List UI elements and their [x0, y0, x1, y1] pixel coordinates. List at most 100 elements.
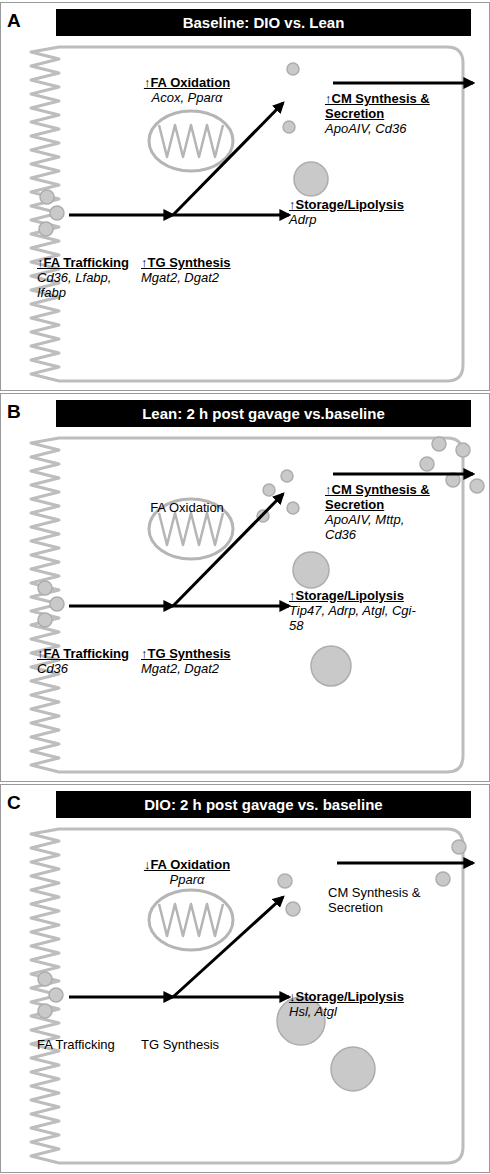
exit-arrow — [333, 82, 473, 85]
gene-list: Pparα — [131, 872, 243, 887]
lipid-droplet — [50, 206, 64, 220]
lipid-droplet — [456, 443, 470, 457]
mitochondrion-cristae — [159, 125, 223, 157]
panel-header: Baseline: DIO vs. Lean — [56, 9, 471, 36]
lipid-droplet — [49, 988, 63, 1002]
lipid-droplet — [257, 510, 269, 522]
pathway-step: ↓Storage/LipolysisHsl, Atgl — [289, 989, 429, 1019]
mitochondrion-cristae — [159, 904, 223, 936]
pathway-step: TG Synthesis — [141, 997, 251, 1052]
lipid-droplet — [50, 597, 64, 611]
lipid-droplet — [38, 581, 52, 595]
lipid-droplet — [331, 1047, 375, 1091]
gene-list: Adrp — [289, 212, 419, 227]
figure-panel: B Lean: 2 h post gavage vs.baseline FA Oxi… — [0, 393, 490, 782]
mitochondrion — [149, 111, 233, 171]
process-name: ↓Storage/Lipolysis — [289, 989, 429, 1004]
process-name: ↑Storage/Lipolysis — [289, 197, 429, 212]
flow-arrow — [173, 103, 283, 215]
pathway-step: FA Trafficking — [37, 997, 147, 1052]
process-name: ↑FA Trafficking — [37, 646, 147, 661]
gene-list: Mgat2, Dgat2 — [141, 661, 251, 676]
lipid-droplet — [283, 121, 295, 133]
gene-list: Cd36 — [37, 661, 125, 676]
process-name: ↑FA Oxidation — [131, 75, 243, 90]
lipid-droplet — [432, 437, 446, 451]
process-name: ↑TG Synthesis — [141, 646, 251, 661]
panel-title: Lean: 2 h post gavage vs.baseline — [56, 400, 471, 427]
figure-panel: A Baseline: DIO vs. Lean ↑FA OxidationAcox… — [0, 2, 490, 391]
lipid-droplet — [420, 457, 434, 471]
pathway-step: ↑FA OxidationAcox, Pparα — [131, 75, 243, 105]
lipid-droplet — [311, 646, 351, 686]
pathway-step: ↑CM Synthesis & SecretionApoAIV, Mttp, C… — [283, 482, 443, 542]
lipid-droplet — [470, 479, 484, 493]
lipid-droplet — [436, 872, 450, 886]
mitochondrion — [149, 890, 233, 950]
pathway-step: CM Synthesis & Secretion — [283, 885, 443, 915]
gene-list: Tip47, Adrp, Atgl, Cgi-58 — [289, 603, 419, 633]
lipid-droplet — [281, 470, 293, 482]
lipid-droplet — [263, 484, 275, 496]
panel-title: Baseline: DIO vs. Lean — [56, 9, 471, 36]
process-name: FA Oxidation — [131, 500, 243, 515]
pathway-step: ↑TG SynthesisMgat2, Dgat2 — [141, 215, 251, 285]
panel-header: DIO: 2 h post gavage vs. baseline — [56, 791, 471, 818]
process-name: ↑TG Synthesis — [141, 255, 251, 270]
process-name: ↓FA Oxidation — [131, 857, 243, 872]
panel-header: Lean: 2 h post gavage vs.baseline — [56, 400, 471, 427]
lipid-droplet — [452, 840, 466, 854]
pathway-step: ↑Storage/LipolysisAdrp — [289, 197, 429, 227]
process-name: ↑FA Trafficking — [37, 255, 147, 270]
gene-list: Acox, Pparα — [131, 90, 243, 105]
cell-outline — [31, 829, 463, 1163]
gene-list: Mgat2, Dgat2 — [141, 270, 251, 285]
flow-arrow — [173, 494, 283, 606]
exit-arrow — [337, 862, 473, 865]
lipid-droplet — [39, 222, 53, 236]
lipid-droplet — [278, 874, 292, 888]
flow-arrow — [69, 214, 173, 217]
lipid-droplet — [294, 162, 328, 196]
lipid-droplet — [286, 902, 300, 916]
panel-letter: B — [7, 402, 21, 422]
lipid-droplet — [38, 1004, 52, 1018]
cell-illustration — [1, 785, 490, 1174]
process-name: CM Synthesis & Secretion — [328, 885, 434, 915]
gene-list: ApoAIV, Cd36 — [325, 121, 431, 136]
gene-list: Cd36, Lfabp, Ifabp — [37, 270, 125, 300]
lipid-droplet — [287, 63, 299, 75]
flow-arrow — [173, 897, 283, 997]
flow-arrow — [69, 605, 173, 608]
cell-outline — [31, 438, 463, 772]
figure-panel: C DIO: 2 h post gavage vs. baseline ↓FA Ox… — [0, 784, 490, 1173]
gene-list: Hsl, Atgl — [289, 1004, 419, 1019]
process-name: ↑CM Synthesis & Secretion — [325, 91, 431, 121]
gene-list: ApoAIV, Mttp, Cd36 — [325, 512, 431, 542]
flow-arrow — [173, 214, 289, 217]
mitochondrion-cristae — [159, 513, 223, 545]
pathway-step: ↓FA OxidationPparα — [131, 857, 243, 887]
lipid-droplet — [40, 190, 54, 204]
pathway-step: ↑CM Synthesis & SecretionApoAIV, Cd36 — [283, 91, 443, 136]
flow-arrow — [173, 605, 289, 608]
process-name: ↑CM Synthesis & Secretion — [325, 482, 431, 512]
flow-arrow — [69, 996, 173, 999]
cell-illustration — [1, 394, 490, 783]
panel-letter: A — [7, 11, 21, 31]
process-name: FA Trafficking — [37, 1037, 147, 1052]
pathway-step: ↑Storage/LipolysisTip47, Adrp, Atgl, Cgi… — [289, 588, 429, 633]
panel-letter: C — [7, 793, 21, 813]
lipid-droplet — [293, 552, 329, 588]
flow-arrow — [173, 996, 289, 999]
lipid-droplet — [38, 613, 52, 627]
lipid-droplet — [38, 972, 52, 986]
pathway-step: FA Oxidation — [131, 500, 243, 515]
pathway-step: ↑FA TraffickingCd36, Lfabp, Ifabp — [37, 215, 147, 300]
cell-illustration — [1, 3, 490, 392]
process-name: TG Synthesis — [141, 1037, 251, 1052]
pathway-step: ↑TG SynthesisMgat2, Dgat2 — [141, 606, 251, 676]
panel-title: DIO: 2 h post gavage vs. baseline — [56, 791, 471, 818]
lipid-droplet — [287, 502, 299, 514]
